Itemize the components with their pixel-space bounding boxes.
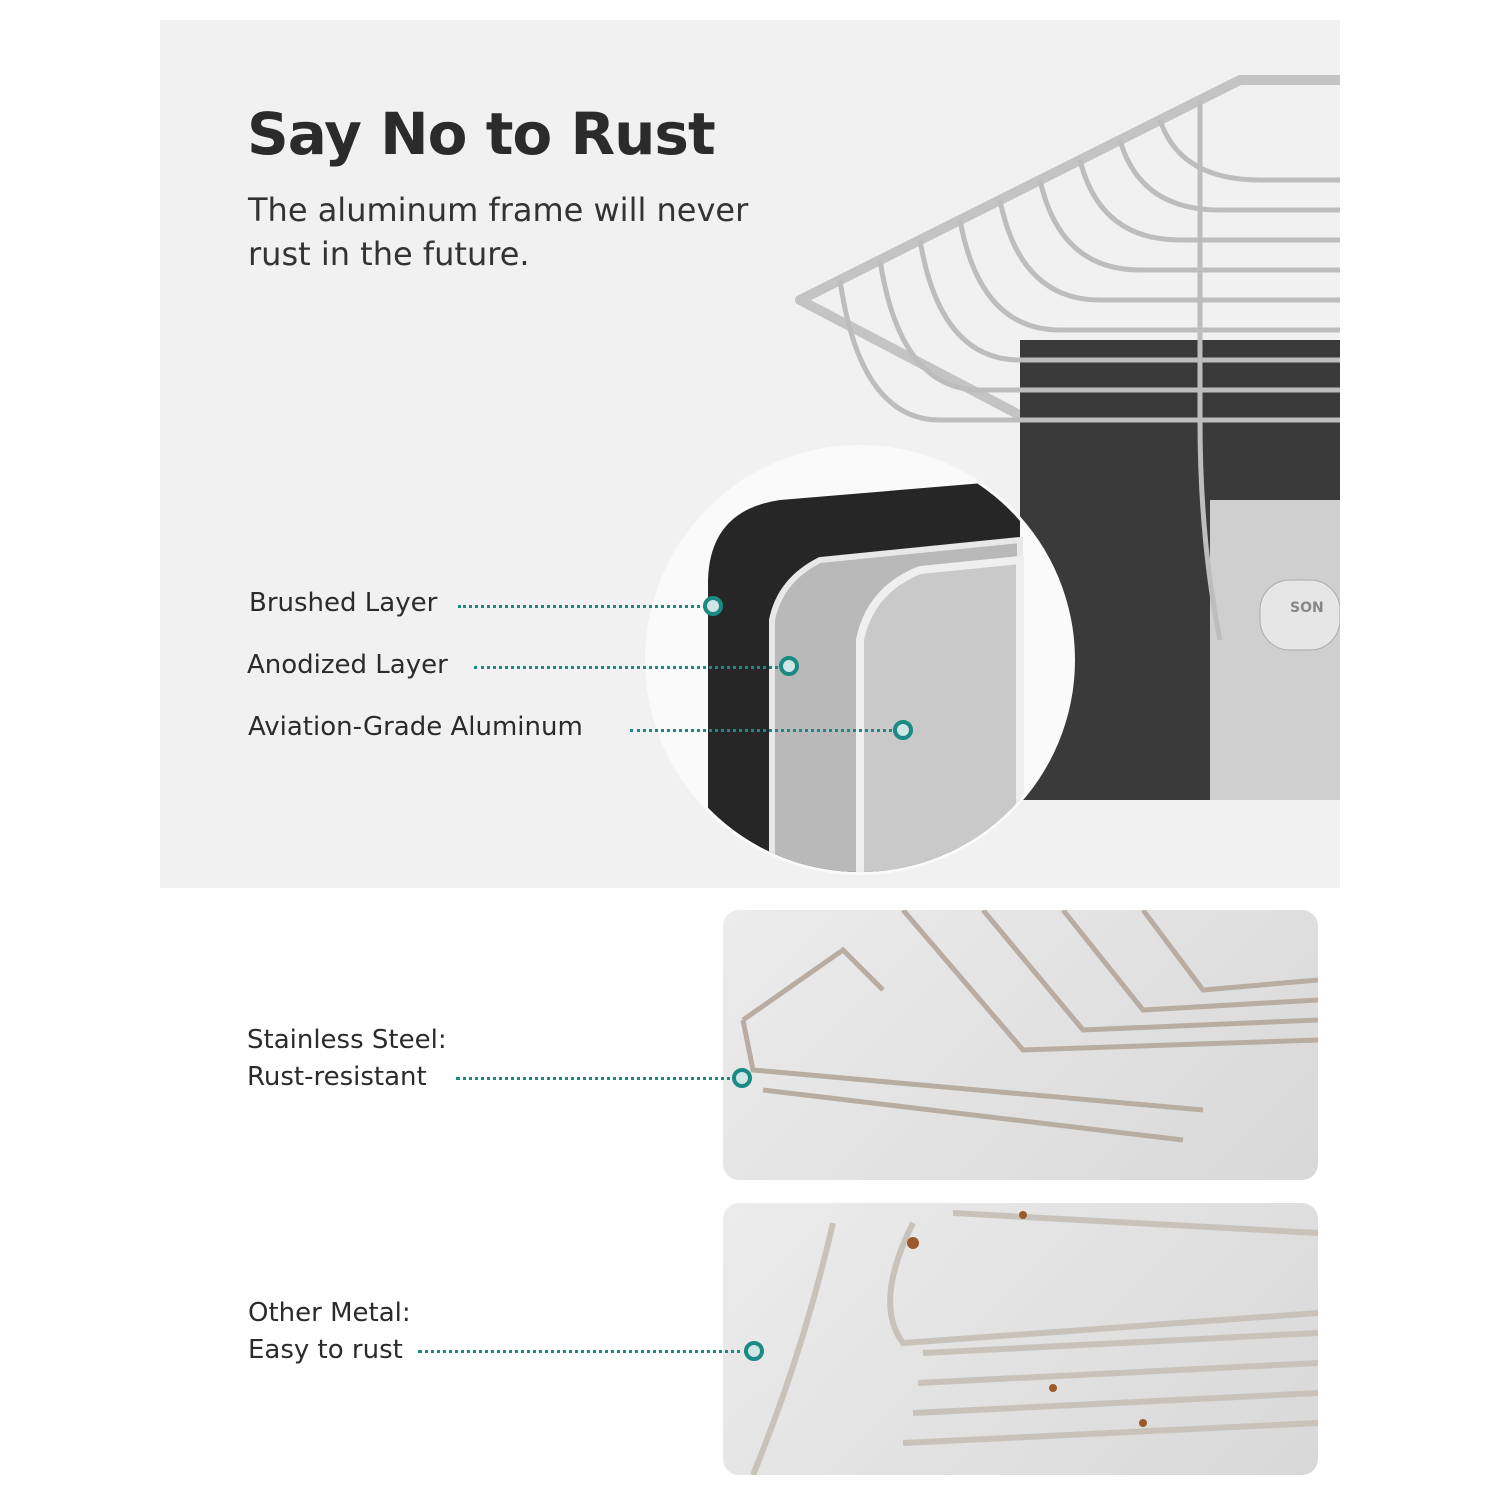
stainless-steel-photo [723, 910, 1318, 1180]
dish-rack-illustration [645, 75, 1340, 875]
product-logo: SON [1290, 600, 1324, 616]
leader-line [474, 666, 784, 669]
label-stainless-steel: Stainless Steel: Rust-resistant [247, 1022, 447, 1096]
leader-line [458, 605, 706, 608]
callout-dot [893, 720, 913, 740]
other-metal-desc: Easy to rust [248, 1335, 403, 1365]
page-subtitle: The aluminum frame will never rust in th… [248, 191, 749, 273]
leader-line [418, 1350, 748, 1353]
leader-line [456, 1077, 738, 1080]
leader-line [630, 729, 898, 732]
stainless-rack-illustration [740, 910, 1318, 1143]
label-anodized-layer: Anodized Layer [247, 650, 448, 680]
other-metal-title: Other Metal: [248, 1298, 411, 1328]
page-title: Say No to Rust [247, 100, 716, 168]
callout-dot [703, 596, 723, 616]
callout-dot [732, 1068, 752, 1088]
label-brushed-layer: Brushed Layer [249, 588, 438, 618]
label-aviation-aluminum: Aviation-Grade Aluminum [248, 712, 583, 742]
label-other-metal: Other Metal: Easy to rust [248, 1295, 411, 1369]
callout-dot [779, 656, 799, 676]
other-metal-photo [723, 1203, 1318, 1475]
callout-dot [744, 1341, 764, 1361]
top-panel: SON [160, 20, 1340, 888]
rusty-rack-illustration [750, 1210, 1318, 1475]
stainless-desc: Rust-resistant [247, 1062, 427, 1092]
stainless-title: Stainless Steel: [247, 1025, 447, 1055]
